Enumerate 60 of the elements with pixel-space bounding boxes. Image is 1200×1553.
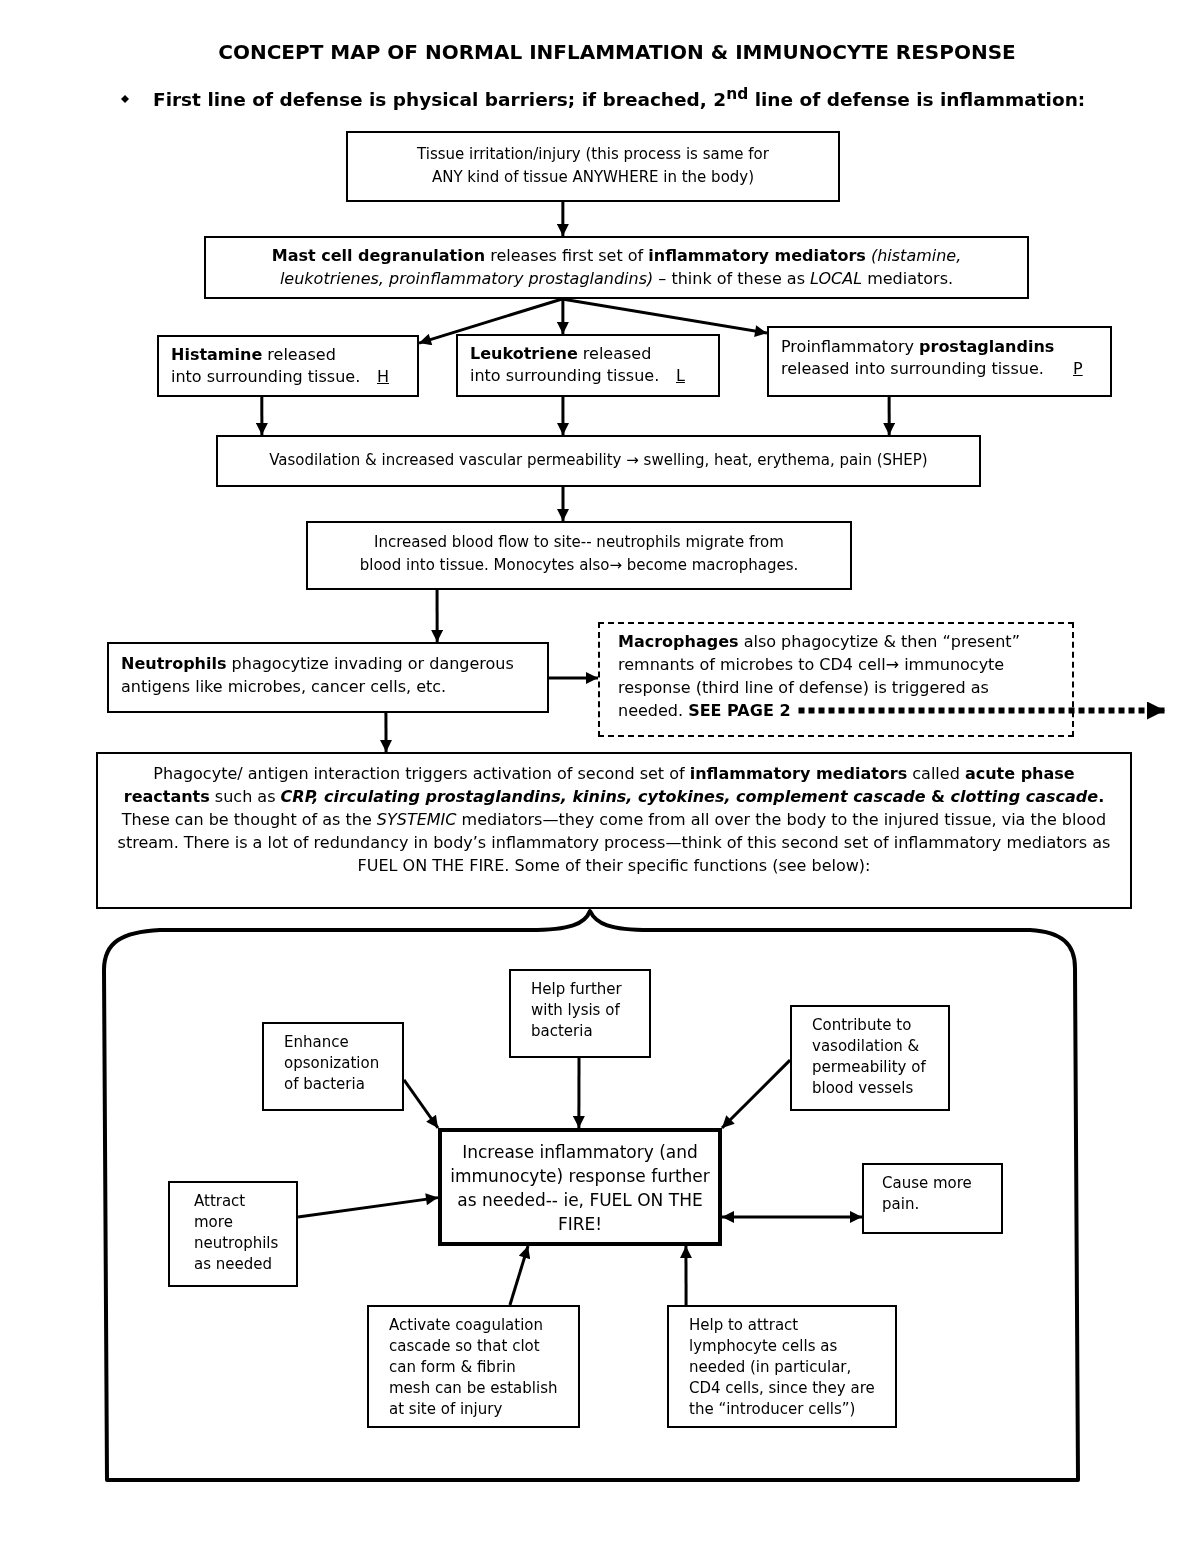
- box-text: Attract more neutrophils as needed: [194, 1192, 279, 1273]
- bullet-text: First line of defense is physical barriers; if breached, 2$^{nd}$ line of defense is inflammation:: [153, 85, 1086, 111]
- arrow: [557, 397, 569, 435]
- box-text: Activate coagulation cascade so that clot can form & fibrin mesh can be establish at site of injury: [389, 1316, 558, 1418]
- arrow: [557, 487, 569, 521]
- box-text: Help further with lysis of bacteria: [531, 980, 622, 1040]
- process-box: [204, 236, 1029, 299]
- box-text: Mast cell degranulation releases first set of inflammatory mediators (histamine, leukotrienes, proinflammatory prostaglandins) – think of these as LOCAL mediators.: [271, 246, 962, 288]
- process-box: [96, 752, 1132, 909]
- box-text: Phagocyte/ antigen interaction triggers activation of second set of inflammatory mediators called acute phase reactants such as CRP, circulating prostaglandins, kinins, cytokines, complement cascade & clotting cascade. These can be thought of as the SYSTEMIC mediators—they come from all over the body to the injured tissue, via the blood stream. There is a lot of redundancy in body’s inflammatory process—think of this second set of inflammatory mediators as FUEL ON THE FIRE. Some of their specific functions (see below):: [117, 764, 1111, 875]
- process-box: [306, 521, 852, 590]
- box-text: Help to attract lymphocyte cells as needed (in particular, CD4 cells, since they are the “introducer cells”): [689, 1316, 875, 1418]
- box-text: Neutrophils phagocytize invading or dangerous antigens like microbes, cancer cells, etc.: [121, 654, 514, 696]
- arrow: [556, 202, 569, 236]
- double-arrow: [722, 1210, 862, 1223]
- title: CONCEPT MAP OF NORMAL INFLAMMATION & IMMUNOCYTE RESPONSE: [218, 40, 1016, 64]
- arrow: [508, 1245, 531, 1306]
- process-box: [216, 435, 981, 487]
- box-text: Contribute to vasodilation & permeability of blood vessels: [812, 1016, 926, 1097]
- arrow: [418, 297, 563, 346]
- box-text: Vasodilation & increased vascular permeability → swelling, heat, erythema, pain (SHEP): [269, 451, 928, 469]
- process-box: [790, 1005, 950, 1111]
- dotted-arrow: [798, 701, 1165, 720]
- arrow: [255, 397, 268, 435]
- process-box: [667, 1305, 897, 1428]
- process-box: [438, 1128, 722, 1246]
- arrow: [561, 297, 768, 338]
- process-box: [862, 1163, 1003, 1234]
- box-text: Increase inflammatory (and immunocyte) response further as needed-- ie, FUEL ON THE FIRE!: [450, 1142, 710, 1234]
- arrow: [431, 590, 444, 642]
- box-text: Cause more pain.: [882, 1174, 972, 1213]
- arrow: [402, 1079, 440, 1129]
- process-box: [262, 1022, 404, 1111]
- dashed-box: [598, 622, 1074, 737]
- process-box: [509, 969, 651, 1058]
- process-box: [168, 1181, 298, 1287]
- box-text: Leukotriene released into surrounding tissue.: [470, 343, 661, 387]
- box-text: Enhance opsonization of bacteria: [284, 1033, 380, 1093]
- tag-letter: H: [377, 366, 390, 388]
- arrow: [380, 713, 393, 752]
- process-box: [367, 1305, 580, 1428]
- box-text: Tissue irritation/injury (this process is same for ANY kind of tissue ANYWHERE in the body): [417, 145, 769, 186]
- arrow: [556, 299, 569, 334]
- arrow: [679, 1246, 692, 1305]
- box-text: Increased blood flow to site-- neutrophils migrate from blood into tissue. Monocytes also→ become macrophages.: [359, 533, 799, 574]
- process-box: [767, 326, 1112, 397]
- process-box: [456, 334, 720, 397]
- process-box: [346, 131, 840, 202]
- arrow: [297, 1193, 439, 1219]
- box-text: Histamine released into surrounding tissue.: [171, 344, 362, 388]
- arrow: [572, 1058, 585, 1128]
- tag-letter: P: [1073, 358, 1083, 380]
- process-box: [157, 335, 419, 397]
- process-box: [107, 642, 549, 713]
- arrow: [549, 672, 598, 684]
- arrow: [720, 1059, 792, 1130]
- box-text: Proinflammatory prostaglandins released into surrounding tissue.: [781, 336, 1056, 380]
- box-text: Macrophages also phagocytize & then “present” remnants of microbes to CD4 cell→ immunocyte response (third line of defense) is triggered as needed. SEE PAGE 2: [618, 632, 1020, 720]
- tag-letter: L: [676, 365, 685, 387]
- arrow: [883, 397, 896, 435]
